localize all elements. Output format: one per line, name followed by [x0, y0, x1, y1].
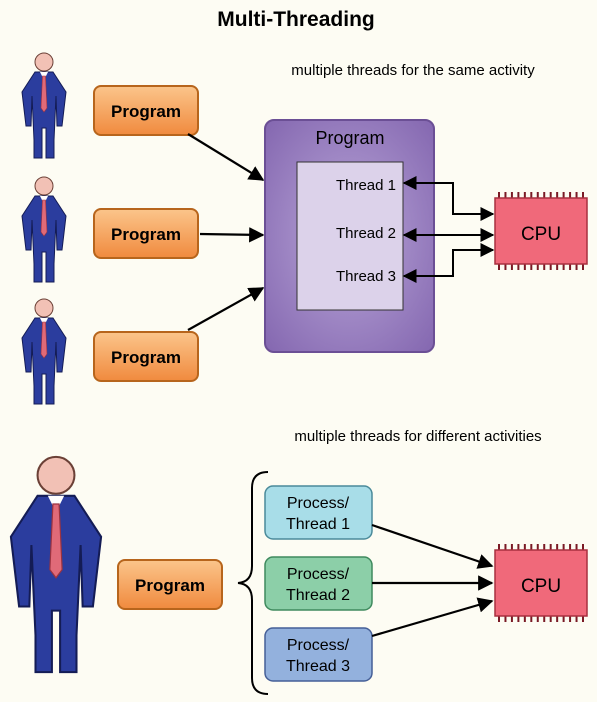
page-title: Multi-Threading [217, 8, 374, 31]
cpu-pins-bottom [498, 544, 584, 622]
program-label-3: Program [111, 348, 181, 367]
connector-thread-1 [402, 176, 495, 221]
thread-label-2: Thread 2 [336, 225, 396, 242]
program-box-3: Program [93, 331, 199, 382]
process-1-line1: Process/ [287, 495, 350, 512]
cpu-pins-top [498, 192, 584, 270]
user-2-icon [21, 176, 67, 283]
process-3-line2: Thread 3 [286, 658, 350, 675]
arrow-process-1 [371, 523, 494, 569]
program-label-bottom: Program [135, 576, 205, 595]
container-label: Program [315, 128, 384, 148]
process-2-line1: Process/ [287, 566, 350, 583]
user-3-icon [21, 298, 67, 405]
process-1-line2: Thread 1 [286, 516, 350, 533]
program-box-2: Program [93, 208, 199, 259]
cpu-label-bottom: CPU [521, 576, 561, 597]
arrow-program-2 [199, 227, 265, 243]
arrow-process-3 [371, 597, 494, 638]
top-caption: multiple threads for the same activity [291, 62, 535, 79]
bottom-caption: multiple threads for different activitie… [294, 428, 541, 445]
user-large-icon [9, 455, 103, 674]
process-box-3: Process/ Thread 3 [264, 627, 373, 682]
thread-label-3: Thread 3 [336, 268, 396, 285]
process-box-2: Process/ Thread 2 [264, 556, 373, 611]
connector-thread-3 [402, 243, 495, 283]
program-label-2: Program [111, 225, 181, 244]
program-label-1: Program [111, 102, 181, 121]
cpu-chip-top: CPU [494, 192, 588, 270]
program-box-1: Program [93, 85, 199, 136]
curly-brace [237, 471, 269, 695]
process-3-line1: Process/ [287, 637, 350, 654]
arrow-program-3 [187, 287, 265, 331]
thread-panel [296, 161, 404, 311]
cpu-label-top: CPU [521, 224, 561, 245]
cpu-chip-bottom: CPU [494, 544, 588, 622]
arrow-program-1 [187, 133, 265, 181]
thread-label-1: Thread 1 [336, 177, 396, 194]
process-2-line2: Thread 2 [286, 587, 350, 604]
program-box-bottom: Program [117, 559, 223, 610]
user-1-icon [21, 52, 67, 159]
process-box-1: Process/ Thread 1 [264, 485, 373, 540]
